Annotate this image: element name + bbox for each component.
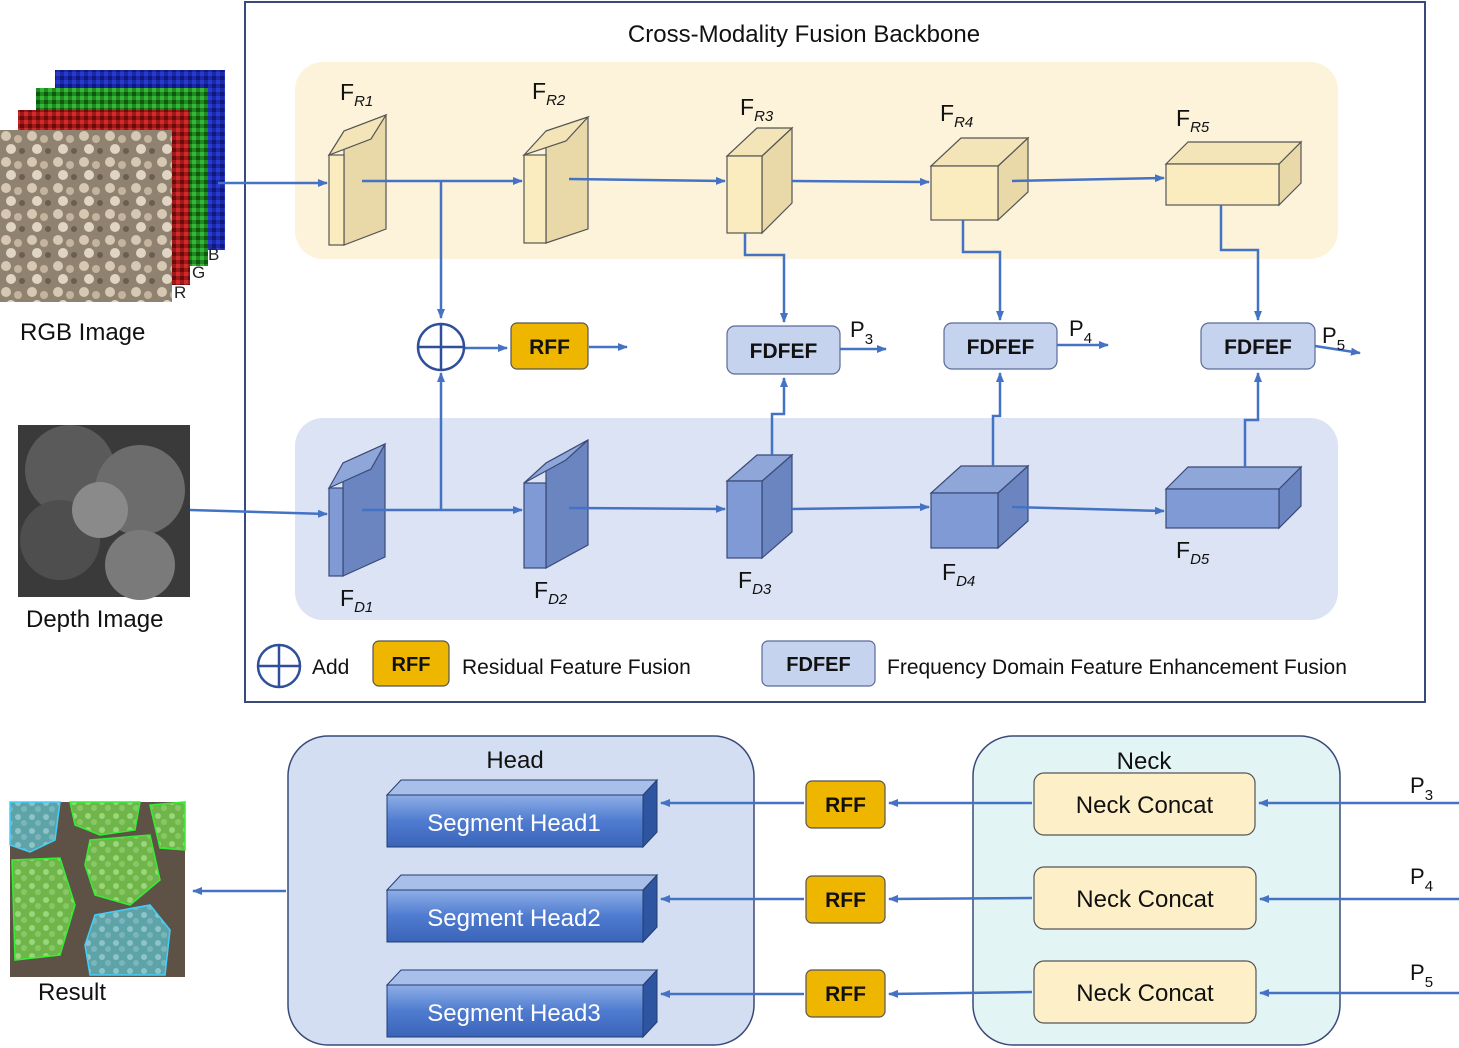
add-operator-icon (416, 322, 466, 372)
rgb-feature-block-2 (521, 115, 591, 244)
rgb-image-label: RGB Image (20, 319, 145, 346)
backbone-title: Cross-Modality Fusion Backbone (628, 21, 980, 48)
depth-feature-label-5: FD5 (1176, 537, 1210, 568)
head-neck-arrows (192, 799, 1459, 998)
neck-concat-1 (1033, 772, 1256, 836)
rgb-branch-arrows (218, 174, 1165, 187)
legend-add-icon (256, 643, 302, 689)
depth-feature-block-4 (929, 464, 1030, 550)
fdfef-connections (743, 205, 1361, 467)
segment-head-2-label: Segment Head2 (427, 905, 600, 932)
channel-label-b: B (208, 245, 219, 264)
depth-feature-block-2 (523, 438, 589, 570)
fdfef-block-2 (943, 322, 1058, 370)
legend: Add RFF Residual Feature Fusion FDFEF Fr… (256, 640, 1347, 689)
legend-add-label: Add (312, 656, 349, 679)
channel-label-g: G (192, 263, 205, 282)
rgb-feature-block-5 (1164, 140, 1303, 207)
rff-block-3-label: RFF (825, 983, 866, 1006)
legend-rff-box-label: RFF (392, 654, 431, 676)
backbone-add-connections (437, 181, 628, 510)
legend-fdfef-description: Frequency Domain Feature Enhancement Fus… (887, 656, 1347, 679)
legend-rff-description: Residual Feature Fusion (462, 656, 691, 679)
neck-concat-3-label: Neck Concat (1076, 980, 1214, 1007)
backbone-rff-block (510, 322, 589, 370)
rgb-image-stack: B G R (0, 70, 225, 302)
rgb-feature-label-1: FR1 (340, 79, 373, 110)
segment-head-1: Segment Head1 (385, 778, 659, 849)
depth-feature-label-1: FD1 (340, 585, 373, 616)
fdfef-block-1 (726, 325, 841, 375)
rgb-feature-block-3 (725, 126, 794, 235)
depth-feature-label-2: FD2 (534, 577, 568, 608)
segment-head-2: Segment Head2 (385, 873, 659, 944)
depth-image (18, 425, 190, 600)
depth-image-label: Depth Image (26, 606, 163, 633)
segment-head-3: Segment Head3 (385, 968, 659, 1039)
neck-input-p3: P3 (1410, 773, 1433, 804)
fdfef-label-3: FDFEF (1224, 336, 1292, 359)
neck-concat-3 (1033, 960, 1257, 1024)
segment-head-1-label: Segment Head1 (427, 810, 600, 837)
backbone-output-p3: P3 (850, 317, 873, 348)
rgb-feature-label-5: FR5 (1176, 105, 1210, 136)
neck-concat-1-label: Neck Concat (1076, 792, 1214, 819)
depth-feature-label-4: FD4 (942, 559, 975, 590)
neck-concat-2-label: Neck Concat (1076, 886, 1214, 913)
neck-input-p4: P4 (1410, 864, 1433, 895)
rgb-coral-photo (0, 130, 172, 302)
backbone-output-p5: P5 (1322, 323, 1345, 354)
rff-block-3 (805, 969, 886, 1018)
result-label: Result (38, 979, 106, 1006)
rff-block-2 (805, 875, 886, 924)
neck-input-p5: P5 (1410, 960, 1433, 991)
rff-block-2-label: RFF (825, 889, 866, 912)
rgb-feature-label-3: FR3 (740, 94, 774, 125)
rgb-feature-label-4: FR4 (940, 100, 973, 131)
rff-block-1-label: RFF (825, 794, 866, 817)
head-title: Head (486, 747, 543, 774)
neck-title: Neck (1117, 748, 1173, 775)
legend-rff-box (372, 640, 450, 687)
rgb-feature-block-4 (929, 136, 1030, 222)
legend-fdfef-box-label: FDFEF (786, 654, 850, 676)
fdfef-label-1: FDFEF (750, 340, 818, 363)
result-image (9, 801, 186, 977)
backbone-rff-label: RFF (529, 336, 570, 359)
depth-feature-block-5 (1164, 465, 1303, 530)
depth-feature-label-3: FD3 (738, 567, 772, 598)
rgb-feature-label-2: FR2 (532, 78, 566, 109)
depth-feature-block-3 (725, 453, 794, 560)
channel-label-r: R (174, 283, 186, 302)
segment-head-3-label: Segment Head3 (427, 1000, 600, 1027)
backbone-output-p4: P4 (1069, 316, 1092, 347)
rff-block-1 (805, 780, 886, 829)
fdfef-block-3 (1200, 322, 1316, 370)
neck-concat-2 (1033, 866, 1257, 930)
backbone-frame (244, 1, 1426, 703)
fdfef-label-2: FDFEF (967, 336, 1035, 359)
legend-fdfef-box (761, 640, 876, 687)
